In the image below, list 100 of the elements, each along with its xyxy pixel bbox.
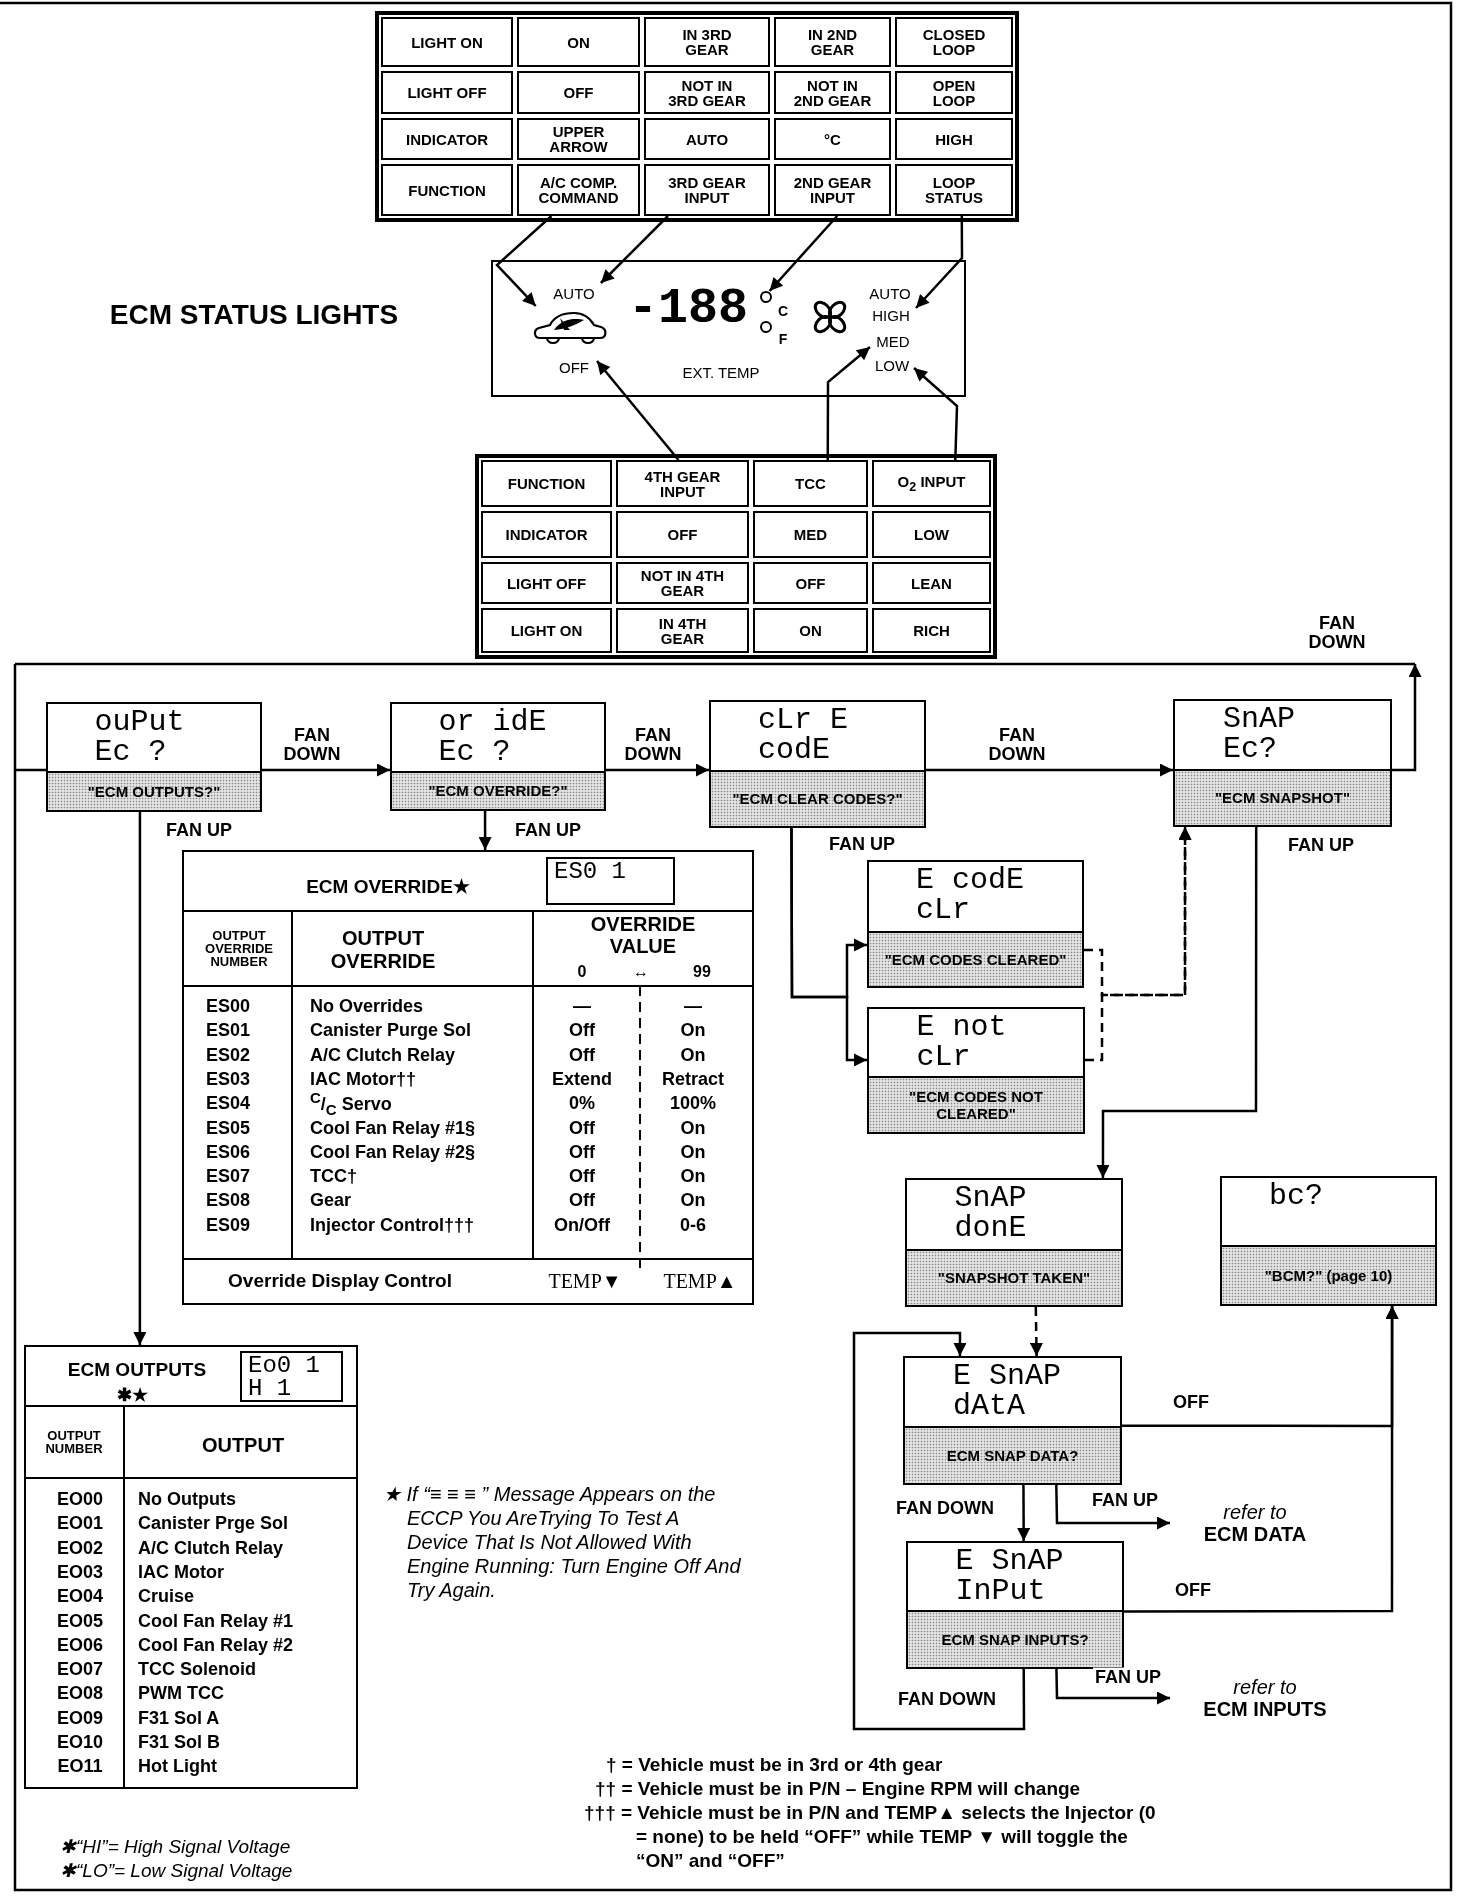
cell-text: ON — [799, 623, 822, 638]
cell-text: IN 3RD GEAR — [681, 27, 733, 57]
table-cell — [753, 562, 868, 604]
output-code: EO07 — [57, 1660, 103, 1680]
connector-line — [15, 768, 46, 772]
output-code: EO02 — [57, 1538, 103, 1559]
lcd-readout: Eo0 1 H 1 — [240, 1351, 343, 1402]
display-caption: "ECM CODES CLEARED" — [869, 930, 1082, 986]
cell-text: NOT IN 2ND GEAR — [792, 77, 873, 108]
control-key-label: TEMP▲ — [663, 1270, 737, 1292]
lcd-readout: ES0 1 — [546, 857, 675, 905]
override-value: Retract — [662, 1070, 724, 1090]
arrow — [913, 367, 959, 461]
override-name: Gear — [310, 1191, 352, 1212]
override-code: ES07 — [206, 1167, 250, 1187]
lcd-readout: E SnAP dAtA — [953, 1358, 1063, 1425]
arrow — [495, 215, 553, 307]
cell-text: LIGHT ON — [510, 623, 583, 638]
indicator-label: OFF — [559, 359, 589, 375]
output-name: Cruise — [138, 1587, 195, 1608]
footnote: ✱“LO”= Low Signal Voltage — [60, 1861, 293, 1882]
scale-label: ↔ — [633, 963, 649, 981]
cell-text: °C — [824, 131, 841, 147]
override-value: Off — [569, 1191, 595, 1212]
override-value: 100% — [670, 1094, 716, 1115]
control-key-label: TEMP▼ — [548, 1270, 622, 1292]
footnote: †† = Vehicle must be in P/N – Engine RPM will change — [595, 1777, 1082, 1801]
arrow — [606, 763, 709, 777]
indicator-label: LOW — [874, 357, 910, 373]
menu-screen — [709, 700, 926, 828]
table-cell — [895, 164, 1013, 216]
override-name: Cool Fan Relay #2§ — [310, 1142, 476, 1163]
lcd-readout: bc? — [1269, 1178, 1325, 1215]
override-value: Extend — [552, 1070, 612, 1090]
override-value: On — [680, 1191, 706, 1212]
display-caption: "ECM OUTPUTS?" — [48, 770, 260, 810]
lcd-readout: E SnAP InPut — [955, 1543, 1065, 1610]
override-name: TCC† — [310, 1167, 357, 1187]
footnote: ✱“HI”= High Signal Voltage — [60, 1837, 291, 1858]
cell-text: IN 4TH GEAR — [657, 615, 708, 646]
temperature-readout: -188 — [628, 284, 749, 334]
output-name: F31 Sol A — [138, 1708, 220, 1729]
arrow — [600, 215, 669, 284]
table-cell — [644, 164, 770, 216]
override-name: A/C Clutch Relay — [310, 1045, 456, 1066]
table-cell — [895, 71, 1013, 114]
arrow — [826, 346, 871, 460]
output-code: EO11 — [57, 1757, 103, 1778]
display-caption: "ECM OVERRIDE?" — [392, 770, 604, 809]
cell-text: LIGHT ON — [411, 34, 483, 50]
override-code: ES00 — [206, 997, 250, 1017]
table-title: ECM OUTPUTS — [67, 1359, 207, 1381]
override-name: IAC Motor†† — [310, 1070, 416, 1090]
arrow — [1392, 664, 1422, 772]
override-value: Off — [569, 1142, 595, 1163]
menu-screen — [903, 1356, 1122, 1485]
override-value: Off — [569, 1167, 595, 1187]
table-cell — [895, 118, 1013, 160]
table-title: ECM OVERRIDE★ — [306, 874, 470, 898]
display-caption: "ECM SNAPSHOT" — [1175, 768, 1390, 825]
column-header: OUTPUT — [201, 1434, 285, 1456]
override-code: ES03 — [206, 1070, 250, 1090]
arrow — [1096, 827, 1258, 1178]
display-label: AUTO — [869, 284, 911, 302]
note-text: ★ If “≡ ≡ ≡ ” Message Appears on the ECCP You AreTrying To Test A Device That Is Not Allowed With Engine Running: Turn Engine Off And Try Again. — [383, 1482, 742, 1602]
lcd-readout: cLr E codE — [758, 702, 850, 769]
arrow — [790, 828, 867, 1067]
column-header: OUTPUT OVERRIDE — [329, 927, 437, 973]
arrow — [596, 360, 680, 461]
cell-text: LOW — [914, 527, 949, 542]
lcd-readout: or idE Ec ? — [438, 704, 548, 771]
arrow — [262, 763, 390, 777]
output-name: F31 Sol B — [138, 1733, 221, 1753]
override-value: 0-6 — [680, 1215, 706, 1236]
output-name: PWM TCC — [138, 1684, 224, 1705]
table-cell — [381, 17, 513, 67]
cell-text: 3RD GEAR INPUT — [667, 175, 747, 205]
menu-screen — [905, 1178, 1123, 1307]
table-cell — [753, 608, 868, 653]
display-caption: ECM SNAP DATA? — [905, 1425, 1120, 1483]
table-cell — [517, 71, 640, 114]
table-cell — [774, 71, 891, 114]
menu-screen — [906, 1541, 1124, 1669]
cell-text: CLOSED LOOP — [921, 27, 987, 57]
override-code: ES05 — [206, 1118, 250, 1139]
section-title: ECM STATUS LIGHTS — [109, 299, 399, 331]
override-value: On — [680, 1118, 706, 1139]
table-cell — [381, 164, 513, 216]
output-name: IAC Motor — [138, 1563, 224, 1583]
indicator-circle — [760, 321, 772, 333]
arrow — [926, 763, 1173, 777]
output-name: Hot Light — [138, 1757, 217, 1778]
arrow — [1029, 1306, 1043, 1357]
lcd-readout: E not cLr — [916, 1009, 1008, 1076]
column-header: OUTPUT NUMBER — [44, 1429, 104, 1455]
arrow — [1017, 1485, 1031, 1541]
display-caption: ECM SNAP INPUTS? — [908, 1609, 1122, 1667]
cell-text: OFF — [795, 575, 826, 591]
arrow — [1124, 1306, 1399, 1613]
cell-text: 2ND GEAR INPUT — [792, 175, 873, 205]
